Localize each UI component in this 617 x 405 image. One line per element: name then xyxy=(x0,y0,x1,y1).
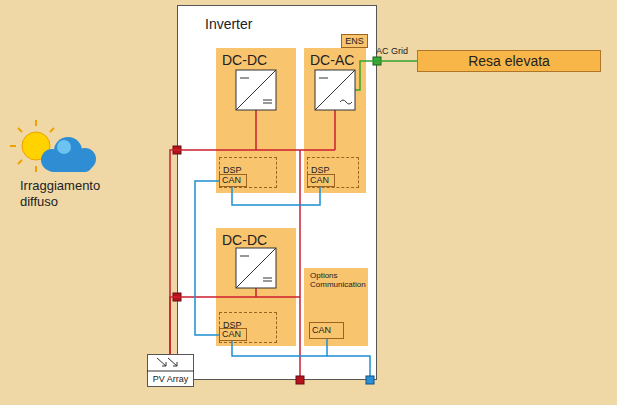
node-text: Inverter xyxy=(205,16,252,32)
converter-symbols xyxy=(236,70,355,288)
output-box: Resa elevata xyxy=(417,50,601,72)
node-text: DC-DC xyxy=(222,232,267,248)
can-box: CAN xyxy=(219,328,247,341)
node-text: DC-AC xyxy=(310,52,354,68)
connector-line xyxy=(366,60,417,62)
cloud xyxy=(41,137,96,172)
inverter-housing: InverterENSDC-DCDSPCANDC-ACDSPCANDC-DCDS… xyxy=(177,5,377,380)
connector-line xyxy=(232,187,320,205)
connector-line xyxy=(296,149,304,151)
dsp-box: DSPCAN xyxy=(307,157,359,188)
node-text: DC-DC xyxy=(222,52,267,68)
options-box: Options CommunicationCAN xyxy=(304,268,368,346)
can-box: CAN xyxy=(307,174,335,187)
node-text: ENS xyxy=(345,36,364,46)
caption-label: Irraggiamento diffuso xyxy=(20,178,120,209)
node-text: CAN xyxy=(312,325,331,335)
node-text: CAN xyxy=(310,175,329,185)
can-box: CAN xyxy=(219,174,247,187)
connector-line xyxy=(232,339,327,356)
node-text: Options Communication xyxy=(310,271,368,289)
dsp-box: DSPCAN xyxy=(219,157,277,188)
pv-icon xyxy=(147,358,194,371)
node-text: CAN xyxy=(222,329,241,339)
dc-wiring xyxy=(216,110,335,380)
cloud-highlight xyxy=(57,140,71,154)
node-text: DSP xyxy=(223,165,242,175)
ens-box: ENS xyxy=(341,34,368,48)
converter-marks xyxy=(236,70,355,288)
can-bus-wire xyxy=(327,356,370,380)
dsp-box: DSPCAN xyxy=(219,312,277,343)
node-text: Resa elevata xyxy=(468,53,550,69)
node-text: PV Array xyxy=(153,374,189,384)
connector-line xyxy=(195,181,219,335)
terminal-squares xyxy=(173,57,381,384)
node-text: DSP xyxy=(223,320,242,330)
can-box: CAN xyxy=(309,322,344,339)
ac-wiring xyxy=(355,61,366,90)
node-text: DSP xyxy=(311,165,330,175)
edge-label: AC Grid xyxy=(376,46,408,57)
connector-line xyxy=(170,297,216,354)
node-text: CAN xyxy=(222,175,241,185)
